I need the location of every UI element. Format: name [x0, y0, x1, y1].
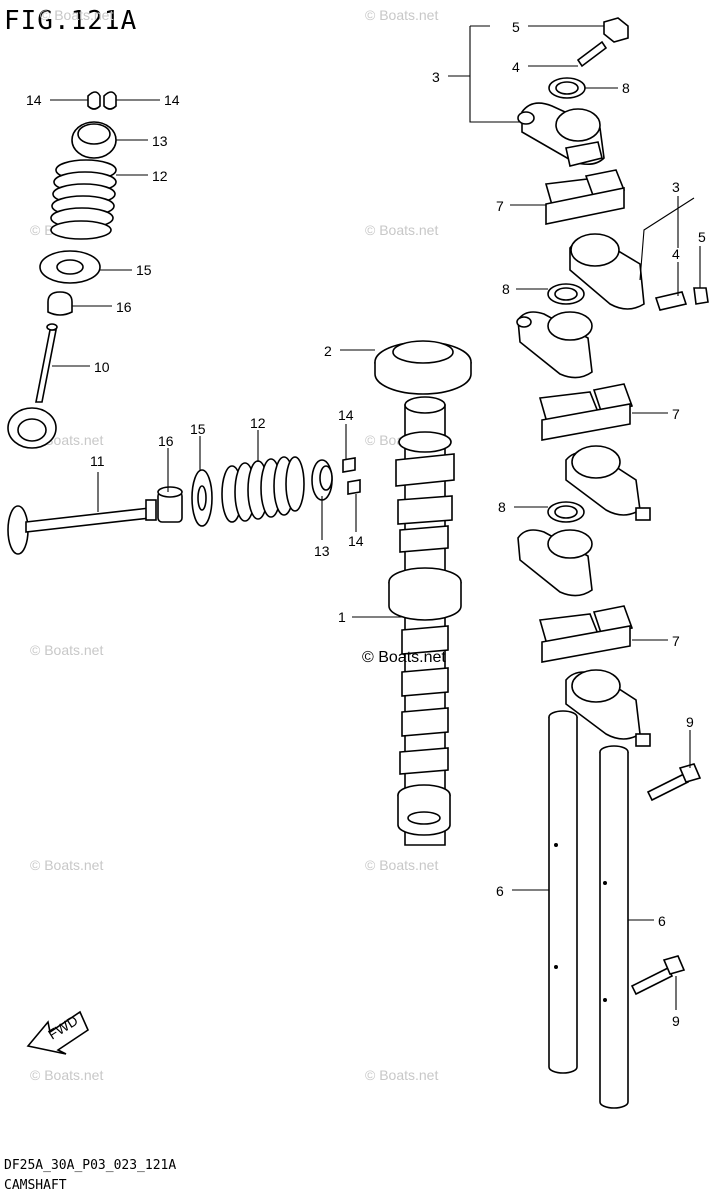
- callout-3: 3: [432, 69, 440, 85]
- watermark-text: © Boats.net: [365, 222, 438, 238]
- camshaft-oil-seal: [374, 340, 472, 395]
- callout-6: 6: [496, 883, 504, 899]
- callout-9: 9: [672, 1013, 680, 1029]
- callout-1: 1: [338, 609, 346, 625]
- valve-collet-pair: [87, 91, 117, 110]
- rocker-spring-2: [538, 383, 634, 441]
- callout-9: 9: [686, 714, 694, 730]
- callout-15: 15: [136, 262, 152, 278]
- figure-title: FIG.121A: [4, 6, 138, 36]
- callout-13: 13: [314, 543, 330, 559]
- valve-collet-pair-lower: [342, 457, 361, 495]
- callout-15: 15: [190, 421, 206, 437]
- rocker-spring-3: [538, 605, 634, 663]
- callout-10: 10: [94, 359, 110, 375]
- callout-8: 8: [498, 499, 506, 515]
- callout-12: 12: [152, 168, 168, 184]
- callout-7: 7: [496, 198, 504, 214]
- watermark-text: © Boats.net: [30, 642, 103, 658]
- rocker-shaft-right: [599, 745, 629, 1109]
- watermark-text: © Boats.net: [365, 7, 438, 23]
- spring-retainer: [71, 121, 117, 159]
- callout-5: 5: [698, 229, 706, 245]
- callout-13: 13: [152, 133, 168, 149]
- rocker-arm-5: [517, 529, 593, 597]
- callout-4: 4: [672, 246, 680, 262]
- spring-retainer-lower: [311, 459, 333, 501]
- leader-lines: [50, 25, 701, 1010]
- adjusting-screw-nut-top: [576, 17, 629, 68]
- callout-6: 6: [658, 913, 666, 929]
- callout-8: 8: [622, 80, 630, 96]
- valve-spring-lower: [221, 456, 305, 523]
- rocker-shaft-washer-top: [548, 77, 586, 99]
- callout-14: 14: [338, 407, 354, 423]
- callout-5: 5: [512, 19, 520, 35]
- callout-14: 14: [26, 92, 42, 108]
- camshaft: [388, 396, 462, 846]
- rocker-shaft-washer-2: [547, 283, 585, 305]
- rocker-spring-1: [544, 169, 626, 225]
- callout-14: 14: [348, 533, 364, 549]
- rocker-shaft-washer-3: [547, 501, 585, 523]
- callout-7: 7: [672, 633, 680, 649]
- rocker-shaft-bolt-upper: [646, 763, 702, 802]
- diagram-name: CAMSHAFT: [4, 1178, 67, 1193]
- watermark-text: © Boats.net: [30, 857, 103, 873]
- rocker-shaft-bolt-lower: [630, 955, 686, 996]
- valve-stem-seal-upper: [47, 291, 73, 316]
- fwd-arrow: FWD: [26, 1010, 90, 1055]
- watermark-text: © Boats.net: [365, 1067, 438, 1083]
- spring-seat-upper: [39, 250, 101, 284]
- rocker-arm-2: [569, 233, 709, 311]
- callout-2: 2: [324, 343, 332, 359]
- valve-spring-upper: [50, 159, 117, 240]
- callout-3: 3: [672, 179, 680, 195]
- diagram-code: DF25A_30A_P03_023_121A: [4, 1158, 177, 1173]
- spring-seat-lower: [191, 469, 213, 527]
- center-watermark: © Boats.net: [362, 649, 446, 666]
- rocker-arm-4: [565, 445, 651, 521]
- rocker-arm-3: [516, 311, 593, 379]
- callout-16: 16: [116, 299, 132, 315]
- rocker-arm-6: [565, 669, 651, 747]
- callout-7: 7: [672, 406, 680, 422]
- watermark-text: © Boats.net: [30, 1067, 103, 1083]
- rocker-shaft-left: [548, 710, 578, 1074]
- callout-8: 8: [502, 281, 510, 297]
- callout-16: 16: [158, 433, 174, 449]
- watermark-text: © Boats.net: [40, 7, 113, 23]
- callout-12: 12: [250, 415, 266, 431]
- exhaust-valve: [7, 499, 157, 555]
- callout-14: 14: [164, 92, 180, 108]
- callout-11: 11: [90, 453, 105, 469]
- rocker-arm-1: [517, 102, 605, 167]
- callout-4: 4: [512, 59, 520, 75]
- intake-valve: [7, 323, 58, 449]
- valve-stem-seal-lower: [157, 486, 183, 523]
- callout-numbers: 14 14 13 12 15 16 10 11 16 15 12 13 14 1…: [26, 19, 706, 1029]
- watermark-text: © Boats.net: [365, 857, 438, 873]
